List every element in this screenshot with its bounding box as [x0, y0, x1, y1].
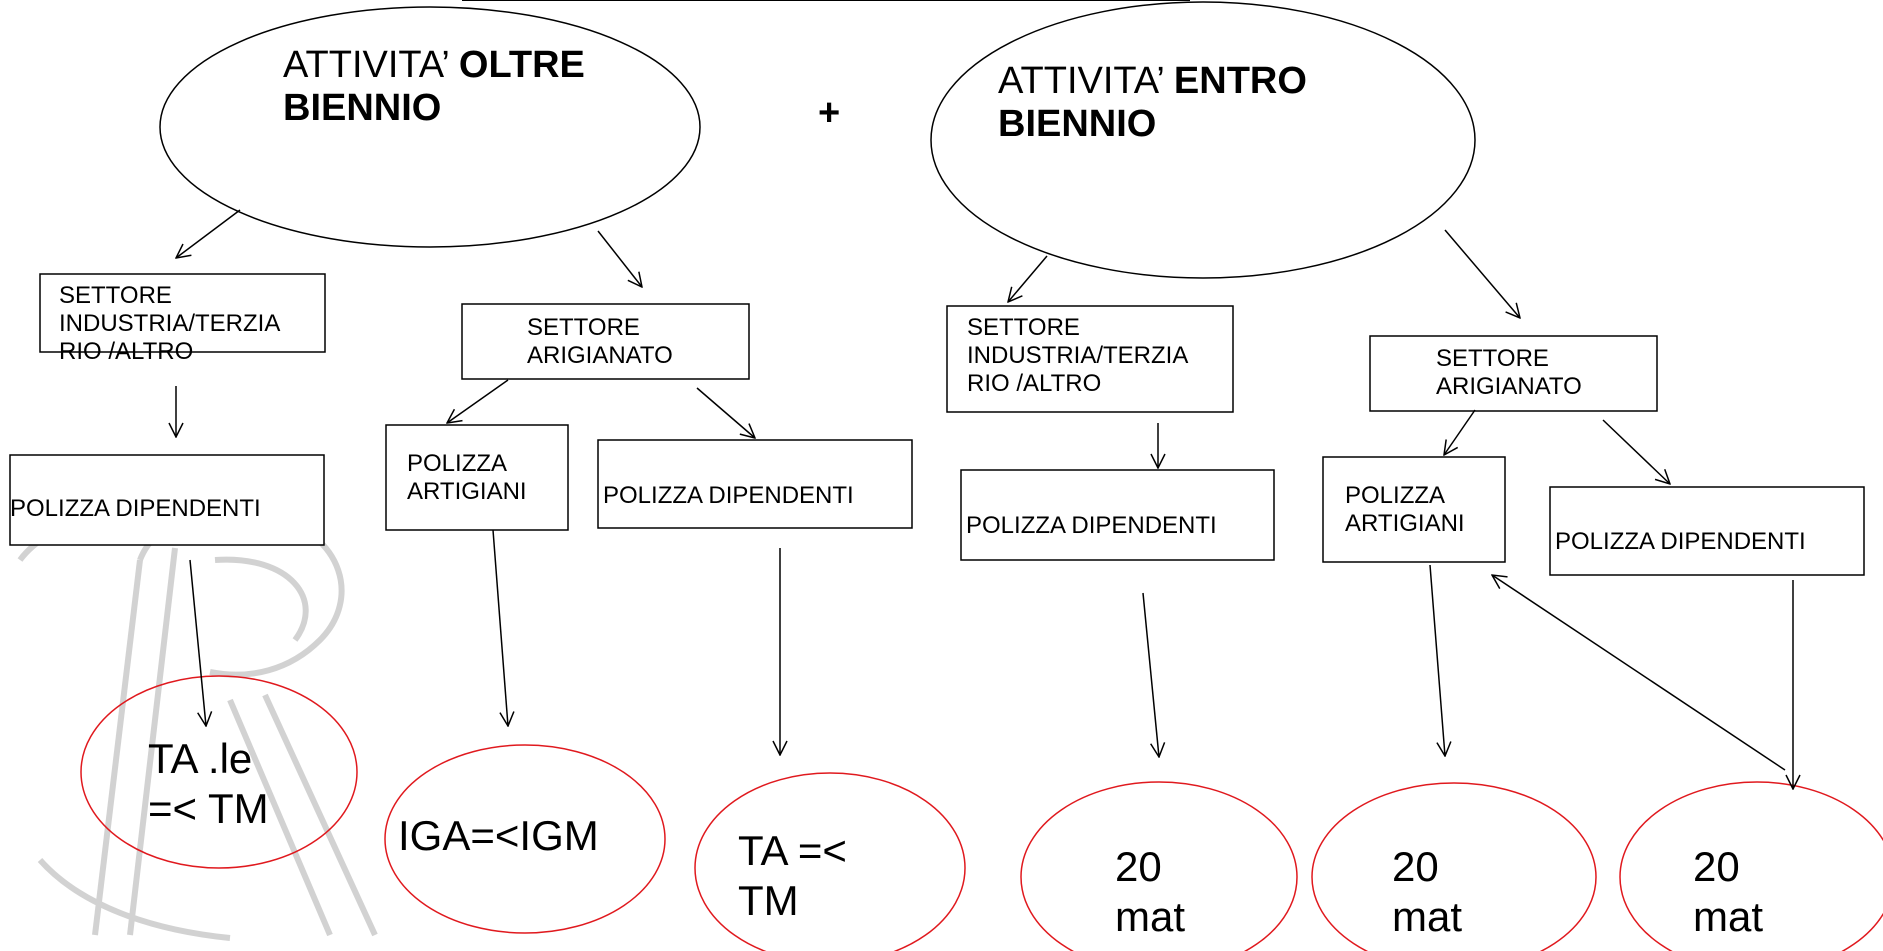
plus-sign: +: [818, 92, 841, 134]
right-root-ellipse: [930, 1, 1476, 279]
box-policy-emp-3: [960, 469, 1275, 561]
box-policy-emp-2: [597, 439, 913, 529]
result-ellipse-5: [1311, 782, 1597, 951]
right-root-label: ATTIVITA’ ENTRO BIENNIO: [998, 60, 1307, 145]
result-2-text: IGA=<IGM: [398, 812, 599, 859]
result-ellipse-1: [80, 675, 358, 869]
policy-emp-2-label: POLIZZA DIPENDENTI: [603, 482, 854, 509]
policy-emp-1-label: POLIZZA DIPENDENTI: [10, 495, 261, 522]
left-root-label: ATTIVITA’ OLTRE BIENNIO: [283, 44, 585, 129]
watermark-logo: [17, 507, 378, 941]
left-root-ellipse: [159, 6, 701, 248]
policy-emp-4-label: POLIZZA DIPENDENTI: [1555, 528, 1806, 555]
box-craft-left: [461, 303, 750, 380]
box-policy-emp-1: [9, 454, 325, 546]
result-ellipse-2: [384, 744, 666, 934]
result-ellipse-4: [1020, 781, 1298, 951]
result-ellipse-6: [1619, 781, 1883, 951]
box-policy-art-1: [385, 424, 569, 531]
box-industry-left: [39, 273, 326, 353]
box-craft-right: [1369, 335, 1658, 412]
box-industry-right: [946, 305, 1234, 413]
result-1-text: TA .le=< TM: [148, 735, 269, 833]
arrows: [176, 209, 1793, 789]
result-3-text: TA =<TM: [738, 827, 847, 925]
box-policy-art-2: [1322, 456, 1506, 563]
policy-emp-3-label: POLIZZA DIPENDENTI: [966, 512, 1217, 539]
box-policy-emp-4: [1549, 486, 1865, 576]
result-ellipse-3: [694, 772, 966, 951]
